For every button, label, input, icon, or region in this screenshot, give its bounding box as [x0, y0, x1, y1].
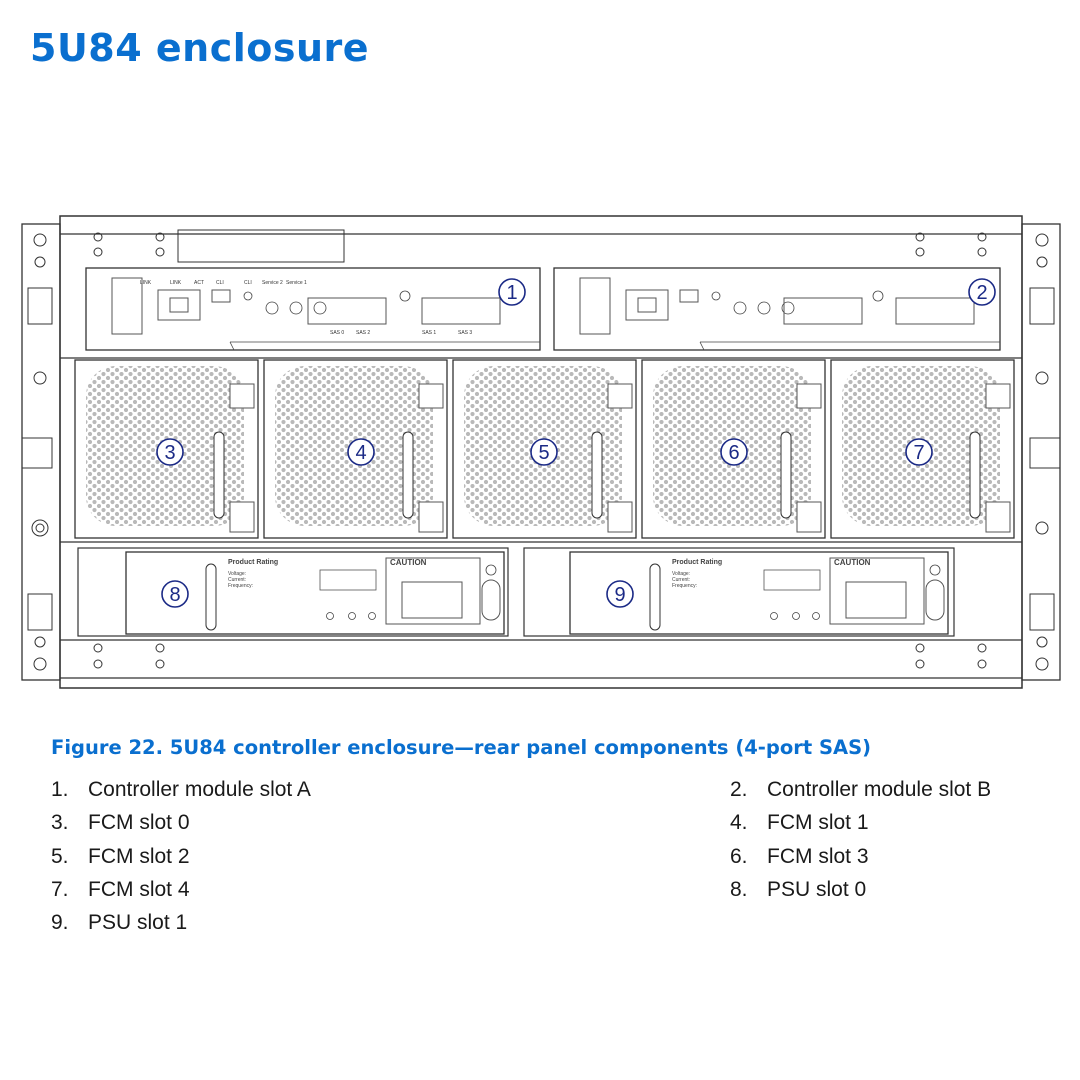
legend-label: PSU slot 1 — [88, 911, 188, 934]
page-title: 5U84 enclosure — [30, 26, 370, 70]
legend-number: 6. — [730, 845, 748, 868]
psu-caution-label: CAUTION — [390, 558, 427, 567]
port-label: CLI — [216, 280, 224, 286]
legend-number: 3. — [51, 811, 69, 834]
legend-item: 1. Controller module slot A — [51, 777, 311, 803]
psu-product-rating-label: Product Rating — [672, 559, 722, 566]
legend-number: 5. — [51, 845, 69, 868]
callout-7: 7 — [905, 438, 933, 466]
callout-6: 6 — [720, 438, 748, 466]
legend-label: FCM slot 4 — [88, 878, 190, 901]
fcm-slot-2 — [452, 359, 637, 539]
callout-4: 4 — [347, 438, 375, 466]
figure-caption: Figure 22. 5U84 controller enclosure—rea… — [51, 736, 872, 759]
legend-label: FCM slot 1 — [767, 811, 869, 834]
callout-3: 3 — [156, 438, 184, 466]
controller-module-b — [553, 267, 1001, 351]
legend-label: Controller module slot B — [767, 778, 992, 801]
legend-item: 4. FCM slot 1 — [730, 810, 869, 836]
legend-number: 4. — [730, 811, 748, 834]
svg-text:3: 3 — [164, 442, 175, 464]
legend-item: 3. FCM slot 0 — [51, 810, 190, 836]
psu-frequency-label: Frequency: — [672, 583, 697, 589]
port-label: SAS 2 — [356, 330, 370, 336]
svg-text:2: 2 — [976, 282, 987, 304]
callout-1: 1 — [498, 278, 526, 306]
svg-text:6: 6 — [728, 442, 739, 464]
callout-9: 9 — [606, 580, 634, 608]
svg-text:9: 9 — [614, 584, 625, 606]
legend-item: 8. PSU slot 0 — [730, 877, 866, 903]
port-label: SAS 3 — [458, 330, 472, 336]
psu-slot-0: Product Rating Voltage: Current: Frequen… — [77, 547, 509, 637]
component-legend: 1. Controller module slot A 2. Controller … — [0, 774, 1080, 944]
psu-current-label: Current: — [672, 577, 690, 583]
legend-label: Controller module slot A — [88, 778, 311, 801]
psu-voltage-label: Voltage: — [672, 571, 690, 577]
svg-text:4: 4 — [355, 442, 366, 464]
legend-label: FCM slot 2 — [88, 845, 190, 868]
legend-label: FCM slot 3 — [767, 845, 869, 868]
legend-item: 7. FCM slot 4 — [51, 877, 190, 903]
psu-frequency-label: Frequency: — [228, 583, 253, 589]
legend-item: 6. FCM slot 3 — [730, 844, 869, 870]
port-label: SAS 0 — [330, 330, 344, 336]
svg-text:1: 1 — [506, 282, 517, 304]
svg-text:8: 8 — [169, 584, 180, 606]
legend-number: 9. — [51, 911, 69, 934]
controller-module-a: LINK LINK ACT CLI CLI Service 2 Service … — [85, 267, 541, 351]
enclosure-rear-panel-diagram: LINK LINK ACT CLI CLI Service 2 Service … — [21, 215, 1061, 689]
callout-8: 8 — [161, 580, 189, 608]
legend-number: 7. — [51, 878, 69, 901]
legend-item: 5. FCM slot 2 — [51, 844, 190, 870]
legend-number: 8. — [730, 878, 748, 901]
psu-slot-1: Product Rating Voltage: Current: Frequen… — [523, 547, 955, 637]
svg-text:5: 5 — [538, 442, 549, 464]
port-label: SAS 1 — [422, 330, 436, 336]
psu-caution-label: CAUTION — [834, 558, 871, 567]
legend-item: 9. PSU slot 1 — [51, 910, 187, 936]
legend-label: PSU slot 0 — [767, 878, 867, 901]
port-label: ACT — [194, 280, 204, 286]
psu-current-label: Current: — [228, 577, 246, 583]
legend-number: 2. — [730, 778, 748, 801]
callout-2: 2 — [968, 278, 996, 306]
port-label: Service 1 — [286, 280, 307, 286]
svg-text:7: 7 — [913, 442, 924, 464]
callout-5: 5 — [530, 438, 558, 466]
port-label: Service 2 — [262, 280, 283, 286]
port-label: LINK — [170, 280, 182, 286]
legend-label: FCM slot 0 — [88, 811, 190, 834]
legend-item: 2. Controller module slot B — [730, 777, 991, 803]
port-label: LINK — [140, 280, 152, 286]
legend-number: 1. — [51, 778, 69, 801]
psu-voltage-label: Voltage: — [228, 571, 246, 577]
port-label: CLI — [244, 280, 252, 286]
psu-product-rating-label: Product Rating — [228, 559, 278, 566]
chassis — [21, 215, 1061, 689]
